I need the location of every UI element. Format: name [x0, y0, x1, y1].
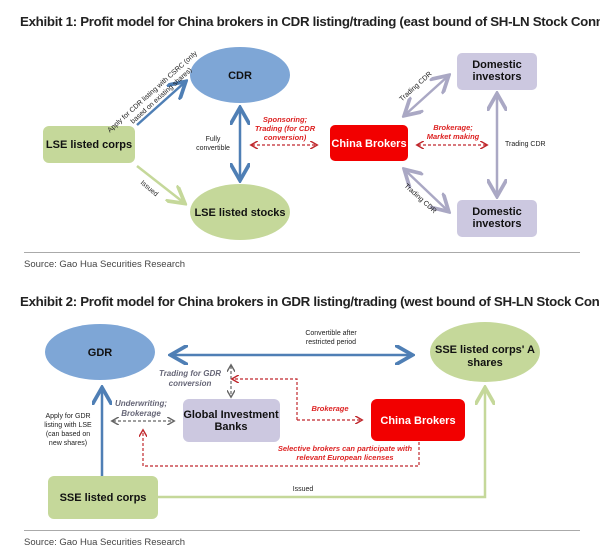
apply-label: Apply for GDR: [45, 413, 90, 420]
exhibit2-diagram: GDR SSE listed corps' A shares Global In…: [44, 322, 540, 519]
exhibit1-diagram: CDR LSE listed corps LSE listed stocks C…: [43, 47, 546, 240]
sse-corps-label: SSE listed corps: [60, 492, 147, 504]
sponsoring-label: Trading (for CDR: [255, 124, 316, 133]
exhibit1-source: Source: Gao Hua Securities Research: [24, 259, 186, 270]
lse-stocks-node: [190, 184, 290, 240]
trading-arrow-top: [406, 77, 447, 114]
exhibit1-title: Exhibit 1: Profit model for China broker…: [20, 14, 600, 29]
domestic-investors-bottom-node: [457, 200, 537, 237]
cdr-node: [190, 47, 290, 103]
apply-label: Apply for CDR listing with CSRC (only: [107, 50, 200, 134]
china-brokers-node: [330, 125, 408, 161]
china-brokers-label: China Brokers: [331, 138, 406, 150]
issued-arrow: [157, 390, 485, 499]
apply-label: based on existing shares): [130, 67, 194, 126]
selective-arrow: [143, 431, 420, 467]
global-investment-banks-node: [183, 399, 280, 442]
trading-arrow-bottom: [406, 171, 447, 210]
node-label: shares: [467, 357, 502, 369]
divider: [24, 252, 580, 253]
trading-gdr-label: Trading for GDR: [159, 369, 221, 378]
china-brokers-node: [371, 399, 465, 441]
brokerage-label: Market making: [427, 132, 480, 141]
brokerage-label: Brokerage;: [433, 123, 473, 132]
convertible-label: restricted period: [306, 339, 356, 346]
sponsoring-label: conversion): [264, 133, 307, 142]
underwriting-label: Underwriting;: [115, 399, 167, 408]
divider: [24, 530, 580, 531]
node-label: Domestic: [472, 59, 522, 71]
node-label: Banks: [214, 421, 247, 433]
cdr-label: CDR: [228, 70, 252, 82]
issued-arrow: [136, 165, 183, 202]
node-label: investors: [473, 71, 522, 83]
china-brokers-label: China Brokers: [380, 415, 455, 427]
underwriting-label: Brokerage: [121, 409, 161, 418]
node-label: Global Investment: [183, 409, 279, 421]
node-label: SSE listed corps' A: [435, 344, 535, 356]
trading-gdr-label: conversion: [169, 379, 212, 388]
selective-label: relevant European licenses: [296, 453, 393, 462]
trading-label: Trading CDR: [399, 71, 434, 103]
convertible-label: Convertible after: [305, 330, 357, 337]
red-dashed-arrow: [233, 379, 298, 420]
fully-label: Fully: [206, 136, 221, 143]
exhibit2-title: Exhibit 2: Profit model for China broker…: [20, 294, 600, 309]
apply-label: new shares): [49, 440, 87, 447]
node-label: Domestic: [472, 206, 522, 218]
domestic-investors-top-node: [457, 53, 537, 90]
sse-corps-node: [48, 476, 158, 519]
lse-corps-label: LSE listed corps: [46, 139, 132, 151]
apply-arrow: [136, 83, 184, 126]
gdr-label: GDR: [88, 347, 113, 359]
brokerage-label: Brokerage: [311, 404, 348, 413]
apply-label: listing with LSE: [44, 422, 92, 429]
lse-corps-node: [43, 126, 135, 163]
exhibit2-source: Source: Gao Hua Securities Research: [24, 537, 186, 548]
trading-label: Trading CDR: [403, 183, 438, 215]
gdr-node: [45, 324, 155, 380]
fully-label: convertible: [196, 145, 230, 152]
lse-stocks-label: LSE listed stocks: [194, 207, 285, 219]
selective-label: Selective brokers can participate with: [278, 444, 413, 453]
apply-label: (can based on: [46, 431, 90, 438]
a-shares-node: [430, 322, 540, 382]
trading-label: Trading CDR: [505, 141, 546, 148]
node-label: investors: [473, 218, 522, 230]
issued-label: Issued: [293, 486, 314, 493]
sponsoring-label: Sponsoring;: [263, 115, 308, 124]
